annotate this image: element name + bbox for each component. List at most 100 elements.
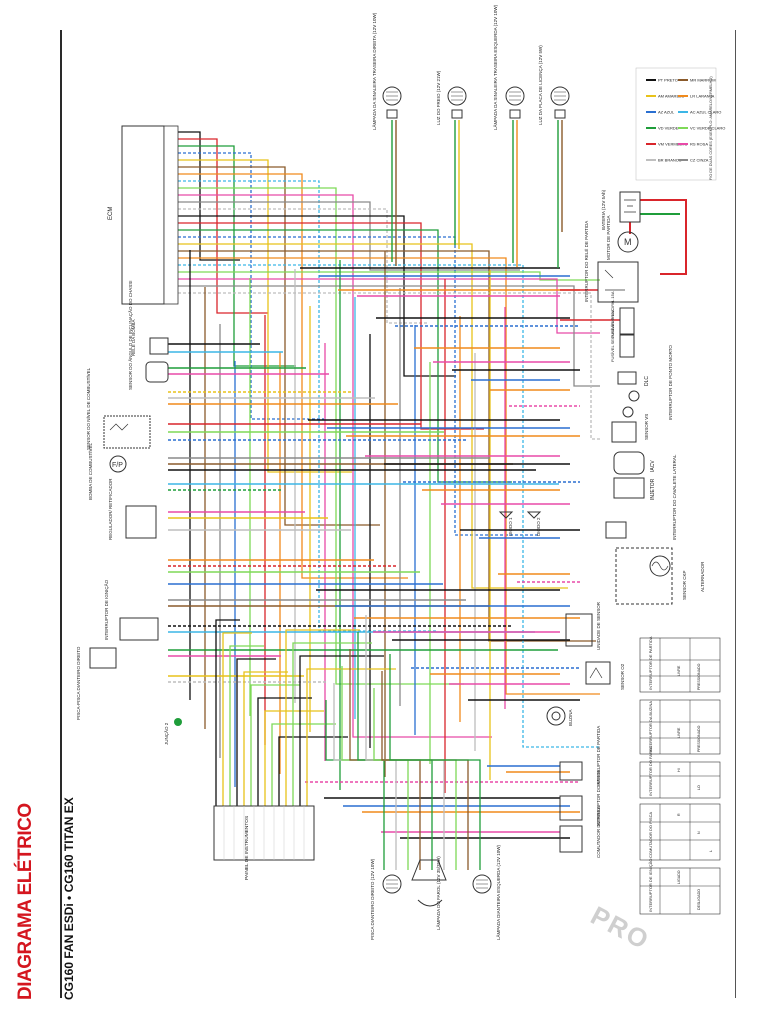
table-ignicao-row-1: LIGADO (677, 870, 681, 884)
ecm-wire (178, 278, 600, 334)
neutral-switch-label: INTERRUPTOR DE PONTO MORTO (668, 345, 673, 420)
legend-label-rs: RS ROSA (690, 142, 708, 147)
front-lamp-wire (333, 683, 397, 870)
diode-2-label: DIODO 2 (536, 517, 541, 536)
frame-line-left (60, 30, 62, 998)
ecm-wire (178, 145, 296, 367)
panel-wire (229, 645, 264, 806)
front-lamp-wire (357, 632, 433, 870)
fuel-pump-symbol: F/P (112, 462, 123, 469)
instrument-panel: PAINEL DE INSTRUMENTOS (213, 805, 315, 880)
battery-positive-wire (640, 199, 687, 275)
fuse-main-label: FUSÍVEL PRINCIPAL 15A (610, 291, 615, 338)
fuel-pump: F/P BOMBA DE COMBUSTÍVEL (87, 442, 127, 500)
lamp-tail-left: LÂMPADA DA SINALEIRA TRASEIRA ESQUERDA (… (492, 4, 525, 130)
legend-label-pt: PT PRETO (658, 78, 678, 83)
legend-label-am: AM AMARELO (658, 94, 684, 99)
panel-wire (278, 736, 348, 806)
lamp-brake: LUZ DO FREIO (12V 21W) (436, 70, 467, 125)
front-right-turn-label: PISCA DIANTEIRO DIREITO (12V 10W) (370, 858, 375, 940)
table-ignicao: INTERRUPTOR DE IGNIÇÃO LIGADO DESLIGADO (639, 859, 721, 915)
iacv-label: IACV (650, 460, 656, 472)
starter-relay-label: INTERRUPTOR DO RELÉ DE PARTIDA (583, 221, 589, 302)
relay-fuel-label: RELÉ DA BOMBA (130, 319, 136, 356)
table-buzina: INTERRUPTOR DA BUZINA LIVRE PRESSIONADO (639, 699, 721, 755)
ignition-switch: INTERRUPTOR DE IGNIÇÃO (103, 579, 159, 641)
front-lamp-wire (381, 671, 469, 870)
ecm-wire (178, 131, 240, 261)
ecm-block: ECM (108, 125, 179, 305)
fuel-pump-label: BOMBA DE COMBUSTÍVEL (87, 442, 93, 500)
table-pisca-row-2: N (697, 831, 701, 834)
ckp-label: SENSOR CKP (682, 570, 687, 600)
table-partida: INTERRUPTOR DE PARTIDA LIVRE PRESSIONADO (639, 636, 721, 693)
legend-label-ac: AC AZUL CLARO (690, 110, 721, 115)
front-lamp-wire (389, 654, 481, 870)
dlc-label: DLC (644, 376, 650, 386)
ecu-sensor-label: UNIDADE DE SENSOR (596, 601, 601, 650)
joint-2: JUNÇÃO 2 (163, 718, 182, 745)
ecm-wire (178, 208, 428, 324)
table-ignicao-title: INTERRUPTOR DE IGNIÇÃO (648, 859, 653, 913)
table-farol: INTERRUPTOR DO FAROL HI LO (639, 745, 721, 799)
table-buzina-row-2: PRESSIONADO (697, 725, 701, 752)
panel-wire (292, 642, 372, 806)
panel-wire (250, 684, 300, 806)
flasher-right-label: PISCA-PISCA DIANTEIRO DIREITO (76, 646, 81, 720)
lamp-tail-right-label: LÂMPADA DA SINALEIRA TRASEIRA DIREITA (1… (371, 12, 377, 130)
legend-note: FIO DE DUAS CORES (EXEMPLO: AMARELO/VERM… (709, 76, 713, 180)
legend-label-cz: CZ CINZA (690, 158, 709, 163)
ecu-sensor-unit: UNIDADE DE SENSOR (565, 601, 601, 650)
side-stand-switch: INTERRUPTOR DO CAVALETE LATERAL (605, 454, 677, 540)
front-left-turn-label: LÂMPADA DIANTEIRA ESQUERDA (12V 10W) (495, 845, 501, 940)
panel-wire (257, 697, 312, 806)
frame-line-right (735, 30, 736, 998)
table-pisca-row-3: L (709, 850, 713, 852)
dimmer-switch: INTERRUPTOR DO FAROL (559, 769, 601, 826)
ecm-wire (178, 138, 268, 314)
horn-label: BUZINA (568, 709, 573, 726)
panel-wire (236, 658, 276, 806)
turn-switch: COMUTADOR DO PISCA (559, 806, 601, 858)
wire-group (168, 120, 687, 870)
panel-wire (243, 671, 288, 806)
lamp-plate: LUZ DA PLACA DE LICENÇA (12V 5W) (538, 45, 570, 125)
panel-wire (299, 655, 384, 806)
table-buzina-title: INTERRUPTOR DA BUZINA (648, 701, 653, 752)
battery-label: BATERIA (12V 5Ah) (601, 189, 606, 230)
legend-label-lr: LR LARANJA (690, 94, 715, 99)
ecm-wire (178, 285, 600, 387)
ecm-wire (178, 257, 600, 695)
bank-angle-sensor-label: SENSOR DO ÂNGULO DE INCLINAÇÃO DO CHASSI (127, 280, 133, 390)
panel-wire (271, 723, 336, 806)
bank-angle-sensor: SENSOR DO ÂNGULO DE INCLINAÇÃO DO CHASSI (127, 280, 169, 390)
lamp-tail-left-label: LÂMPADA DA SINALEIRA TRASEIRA ESQUERDA (… (492, 4, 498, 130)
legend-label-br: BR BRANCO (658, 158, 682, 163)
dlc: DLC (617, 371, 650, 386)
ecm-wire (178, 250, 596, 642)
start-switch: INTERRUPTOR DE PARTIDA (559, 726, 601, 786)
horn: BUZINA (546, 706, 573, 726)
ecm-wire (178, 180, 436, 632)
o2-sensor: SENSOR O2 (585, 661, 625, 690)
ecm-wire (178, 194, 492, 738)
ecm-wire (178, 243, 568, 589)
relay-fuel: RELÉ DA BOMBA (130, 319, 169, 356)
panel-wire (222, 632, 252, 806)
lamp-tail-right: LÂMPADA DA SINALEIRA TRASEIRA DIREITA (1… (371, 12, 402, 130)
neutral-switch: INTERRUPTOR DE PONTO MORTO (628, 345, 673, 420)
ecm-label: ECM (108, 207, 114, 220)
starter-motor: M MOTOR DE PARTIDA (606, 215, 639, 260)
table-pisca: COMUTADOR DO PISCA R N L (639, 803, 721, 861)
turn-switch-label: COMUTADOR DO PISCA (596, 806, 601, 858)
front-right-turn-lamp: PISCA DIANTEIRO DIREITO (12V 10W) (370, 858, 402, 940)
table-farol-row-1: HI (677, 768, 681, 772)
fuel-level-sensor-label: SENSOR DO NÍVEL DE COMBUSTÍVEL (85, 367, 91, 450)
table-partida-row-2: PRESSIONADO (697, 663, 701, 690)
table-farol-title: INTERRUPTOR DO FAROL (648, 745, 653, 796)
joint-2-label: JUNÇÃO 2 (163, 722, 169, 745)
